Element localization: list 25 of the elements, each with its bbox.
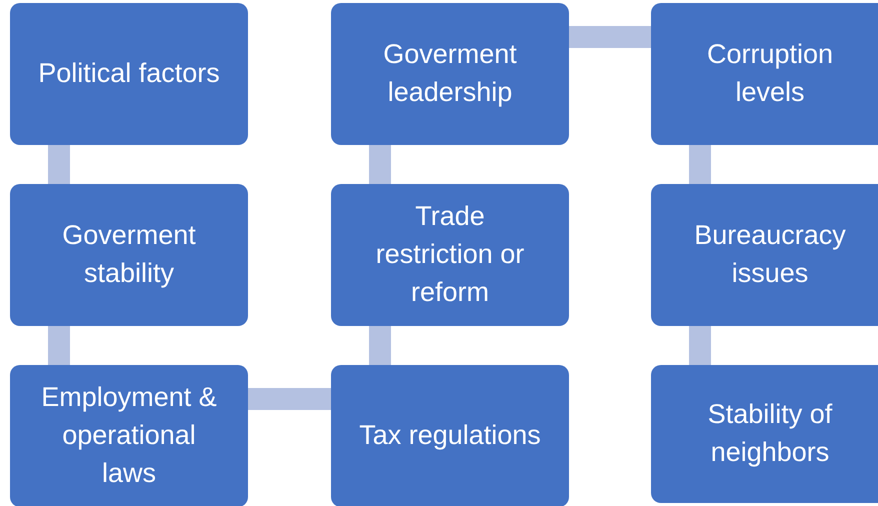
connector-bar [248,388,331,410]
connector-bar [369,326,391,365]
process-box [10,184,248,326]
connector-bar [48,145,70,184]
box-label: Trade restriction or reform [374,200,526,309]
process-box [651,3,878,145]
connector-bar [689,145,711,184]
box-label: Tax regulations [359,419,541,452]
box-label: Goverment leadership [382,38,518,109]
connector-bar [369,145,391,184]
box-label: Corruption levels [706,38,834,109]
box-label: Employment & operational laws [40,381,218,490]
box-label: Goverment stability [61,219,197,290]
process-box [651,365,878,503]
process-box [651,184,878,326]
process-box [331,184,569,326]
process-box [10,3,248,145]
process-box [331,365,569,506]
connector-bar [48,326,70,365]
process-box [331,3,569,145]
box-label: Political factors [38,57,220,90]
process-box [10,365,248,506]
connector-bar [569,26,651,48]
box-label: Stability of neighbors [706,398,834,469]
box-label: Bureaucracy issues [693,219,847,290]
